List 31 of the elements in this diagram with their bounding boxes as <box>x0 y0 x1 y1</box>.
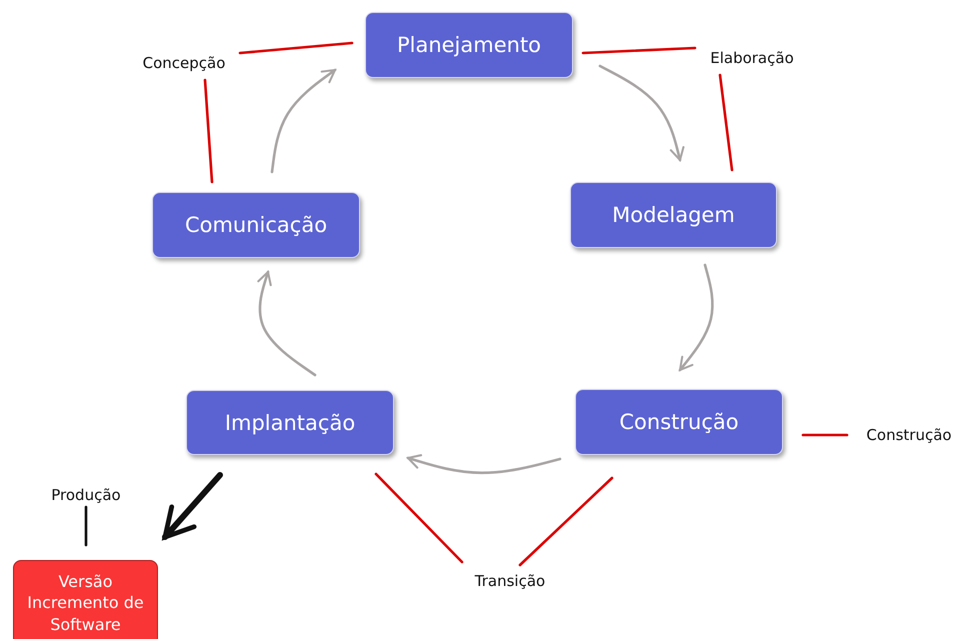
arrow <box>678 264 714 372</box>
connector-line <box>204 78 214 184</box>
arrow <box>598 64 684 162</box>
phase-label: Transição <box>474 572 546 590</box>
phase-box <box>186 390 394 455</box>
connector-line <box>84 506 88 546</box>
phase-box <box>152 192 360 258</box>
box-label: Versão Incremento de Software <box>26 570 145 636</box>
phase-label: Produção <box>51 486 121 504</box>
box-label: Modelagem <box>612 203 735 227</box>
connector-line <box>238 42 354 54</box>
box-label: Comunicação <box>184 213 328 237</box>
phase-box <box>365 12 573 78</box>
connector-line <box>718 74 734 172</box>
box-label: Planejamento <box>396 33 542 57</box>
arrow <box>406 454 562 474</box>
output-box <box>13 560 158 639</box>
arrow <box>270 68 336 174</box>
connector-line <box>374 472 464 564</box>
connector-line <box>518 476 614 566</box>
phase-box <box>570 182 777 248</box>
arrow <box>162 472 223 540</box>
arrow <box>257 270 316 376</box>
phase-label: Concepção <box>142 54 226 72</box>
phase-box <box>575 389 783 455</box>
connector-line <box>802 434 848 436</box>
phase-label: Elaboração <box>710 49 794 67</box>
phase-label: Construção <box>866 426 952 444</box>
connector-line <box>582 46 696 54</box>
box-label: Implantação <box>224 410 356 434</box>
box-label: Construção <box>619 410 739 434</box>
